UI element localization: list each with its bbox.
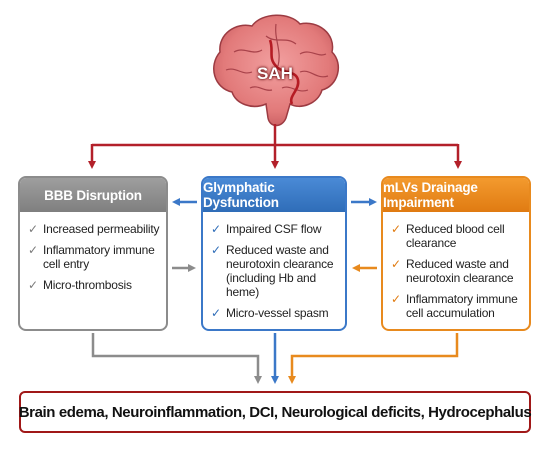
- bbb-disruption-box: BBB Disruption ✓Increased permeability ✓…: [18, 176, 168, 331]
- glymphatic-dysfunction-box: Glymphatic Dysfunction ✓Impaired CSF flo…: [201, 176, 347, 331]
- mlv-drainage-box: mLVs Drainage Impairment ✓Reduced blood …: [381, 176, 531, 331]
- bbb-disruption-title: BBB Disruption: [20, 178, 166, 212]
- sah-label: SAH: [257, 64, 293, 83]
- check-icon: ✓: [211, 243, 221, 257]
- outcome-box: Brain edema, Neuroinflammation, DCI, Neu…: [19, 391, 532, 433]
- list-item: ✓Impaired CSF flow: [211, 222, 322, 236]
- glymphatic-dysfunction-title: Glymphatic Dysfunction: [203, 178, 345, 212]
- mlv-drainage-title: mLVs Drainage Impairment: [383, 178, 529, 212]
- list-item: ✓Reduced blood cell clearance: [391, 222, 505, 250]
- glymphatic-dysfunction-list: ✓Impaired CSF flow ✓Reduced waste and ne…: [203, 212, 345, 320]
- check-icon: ✓: [391, 292, 401, 306]
- arrow-bbb-to-outcome: [91, 333, 262, 384]
- list-item: ✓Micro-vessel spasm: [211, 306, 329, 320]
- list-item: ✓Reduced waste and neurotoxin clearance: [391, 257, 514, 285]
- brain-icon: [213, 14, 340, 127]
- arrow-mlv-to-outcome: [288, 333, 459, 384]
- list-item: ✓Micro-thrombosis: [28, 278, 132, 292]
- check-icon: ✓: [28, 222, 38, 236]
- list-item: ✓Reduced waste and neurotoxin clearance …: [211, 243, 334, 299]
- sah-arrows: [88, 124, 462, 169]
- check-icon: ✓: [28, 243, 38, 257]
- check-icon: ✓: [211, 306, 221, 320]
- mlv-drainage-list: ✓Reduced blood cell clearance ✓Reduced w…: [383, 212, 529, 320]
- list-item: ✓Increased permeability: [28, 222, 160, 236]
- check-icon: ✓: [391, 257, 401, 271]
- bbb-disruption-list: ✓Increased permeability ✓Inflammatory im…: [20, 212, 166, 292]
- list-item: ✓Inflammatory immune cell accumulation: [391, 292, 518, 320]
- list-item: ✓Inflammatory immune cell entry: [28, 243, 155, 271]
- check-icon: ✓: [28, 278, 38, 292]
- check-icon: ✓: [211, 222, 221, 236]
- check-icon: ✓: [391, 222, 401, 236]
